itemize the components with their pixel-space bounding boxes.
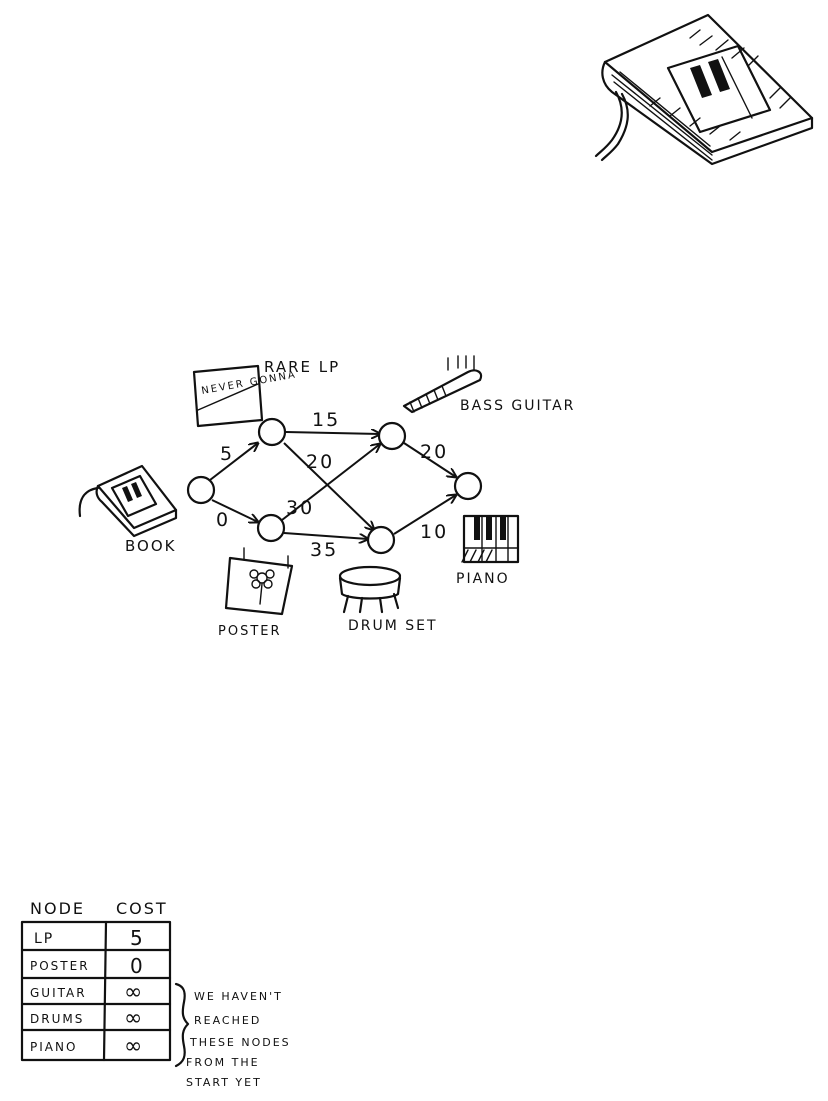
weight-drums-piano: 10 — [420, 521, 448, 543]
book-icon: BOOK — [78, 464, 178, 555]
table-row: POSTER 0 — [30, 954, 145, 978]
note-line-2: REACHED — [194, 1014, 261, 1027]
node-lp — [257, 417, 287, 447]
edge-poster-guitar — [281, 444, 380, 521]
node-guitar — [377, 421, 407, 451]
edge-drums-piano — [393, 495, 456, 535]
row-cost-lp: 5 — [130, 926, 145, 950]
poster-icon: POSTER — [218, 547, 294, 639]
label-rare-lp: RARE LP — [264, 358, 340, 376]
edge-weights: 5 0 15 20 30 35 20 10 — [216, 409, 448, 561]
node-book — [186, 475, 216, 505]
weight-poster-drums: 35 — [310, 539, 338, 561]
graph-edges — [209, 432, 456, 539]
edge-book-poster — [211, 499, 258, 522]
table-header-cost: COST — [116, 899, 168, 918]
row-cost-piano: ∞ — [124, 1034, 144, 1059]
label-piano: PIANO — [456, 571, 510, 587]
weight-poster-guitar: 30 — [286, 497, 314, 519]
weight-lp-drums: 20 — [306, 451, 334, 473]
row-node-drums: DRUMS — [30, 1012, 84, 1026]
label-book: BOOK — [125, 537, 176, 555]
edge-book-lp — [209, 443, 258, 481]
weight-book-poster: 0 — [216, 509, 230, 531]
weight-guitar-piano: 20 — [420, 441, 448, 463]
node-drums — [366, 525, 396, 555]
row-cost-poster: 0 — [130, 954, 145, 978]
cost-table: NODE COST LP 5 POSTER 0 GUITAR ∞ DRUMS ∞… — [20, 899, 172, 1062]
note-line-4: FROM THE — [186, 1056, 260, 1069]
piano-icon: PIANO — [456, 514, 520, 587]
book-illustration-large — [594, 13, 814, 166]
graph-nodes — [186, 417, 483, 555]
row-cost-drums: ∞ — [124, 1006, 144, 1031]
unreached-note: WE HAVEN'T REACHED THESE NODES FROM THE … — [186, 990, 291, 1089]
edge-poster-drums — [283, 532, 368, 539]
bass-guitar-icon: BASS GUITAR — [402, 355, 575, 414]
note-line-3: THESE NODES — [189, 1036, 291, 1049]
note-line-5: START YET — [186, 1076, 262, 1089]
row-node-poster: POSTER — [30, 959, 90, 973]
table-row: PIANO ∞ — [30, 1034, 144, 1059]
weight-lp-guitar: 15 — [312, 409, 340, 431]
edge-lp-guitar — [285, 432, 380, 434]
table-header-node: NODE — [30, 899, 85, 918]
row-node-lp: LP — [34, 931, 54, 947]
node-poster — [256, 513, 286, 543]
edge-lp-drums — [283, 442, 374, 530]
label-drum-set-line: DRUM SET — [348, 618, 438, 634]
note-line-1: WE HAVEN'T — [194, 990, 283, 1003]
row-node-piano: PIANO — [30, 1040, 77, 1054]
table-row: GUITAR ∞ — [30, 980, 144, 1005]
edge-guitar-piano — [403, 442, 456, 477]
label-bass-guitar-line: BASS GUITAR — [460, 398, 575, 414]
table-row: LP 5 — [34, 926, 145, 950]
label-drum-set: DRUM SET — [348, 618, 438, 634]
row-cost-guitar: ∞ — [124, 980, 144, 1005]
label-bass-guitar: BASS GUITAR — [460, 398, 575, 414]
label-rare-lp-line: RARE LP — [264, 358, 340, 376]
brace-icon — [174, 982, 190, 1068]
label-poster: POSTER — [218, 624, 282, 639]
drum-set-icon: DRUM SET — [338, 565, 438, 634]
table-row: DRUMS ∞ — [30, 1006, 144, 1031]
weight-book-lp: 5 — [220, 443, 234, 465]
row-node-guitar: GUITAR — [30, 986, 87, 1000]
node-piano — [453, 471, 483, 501]
